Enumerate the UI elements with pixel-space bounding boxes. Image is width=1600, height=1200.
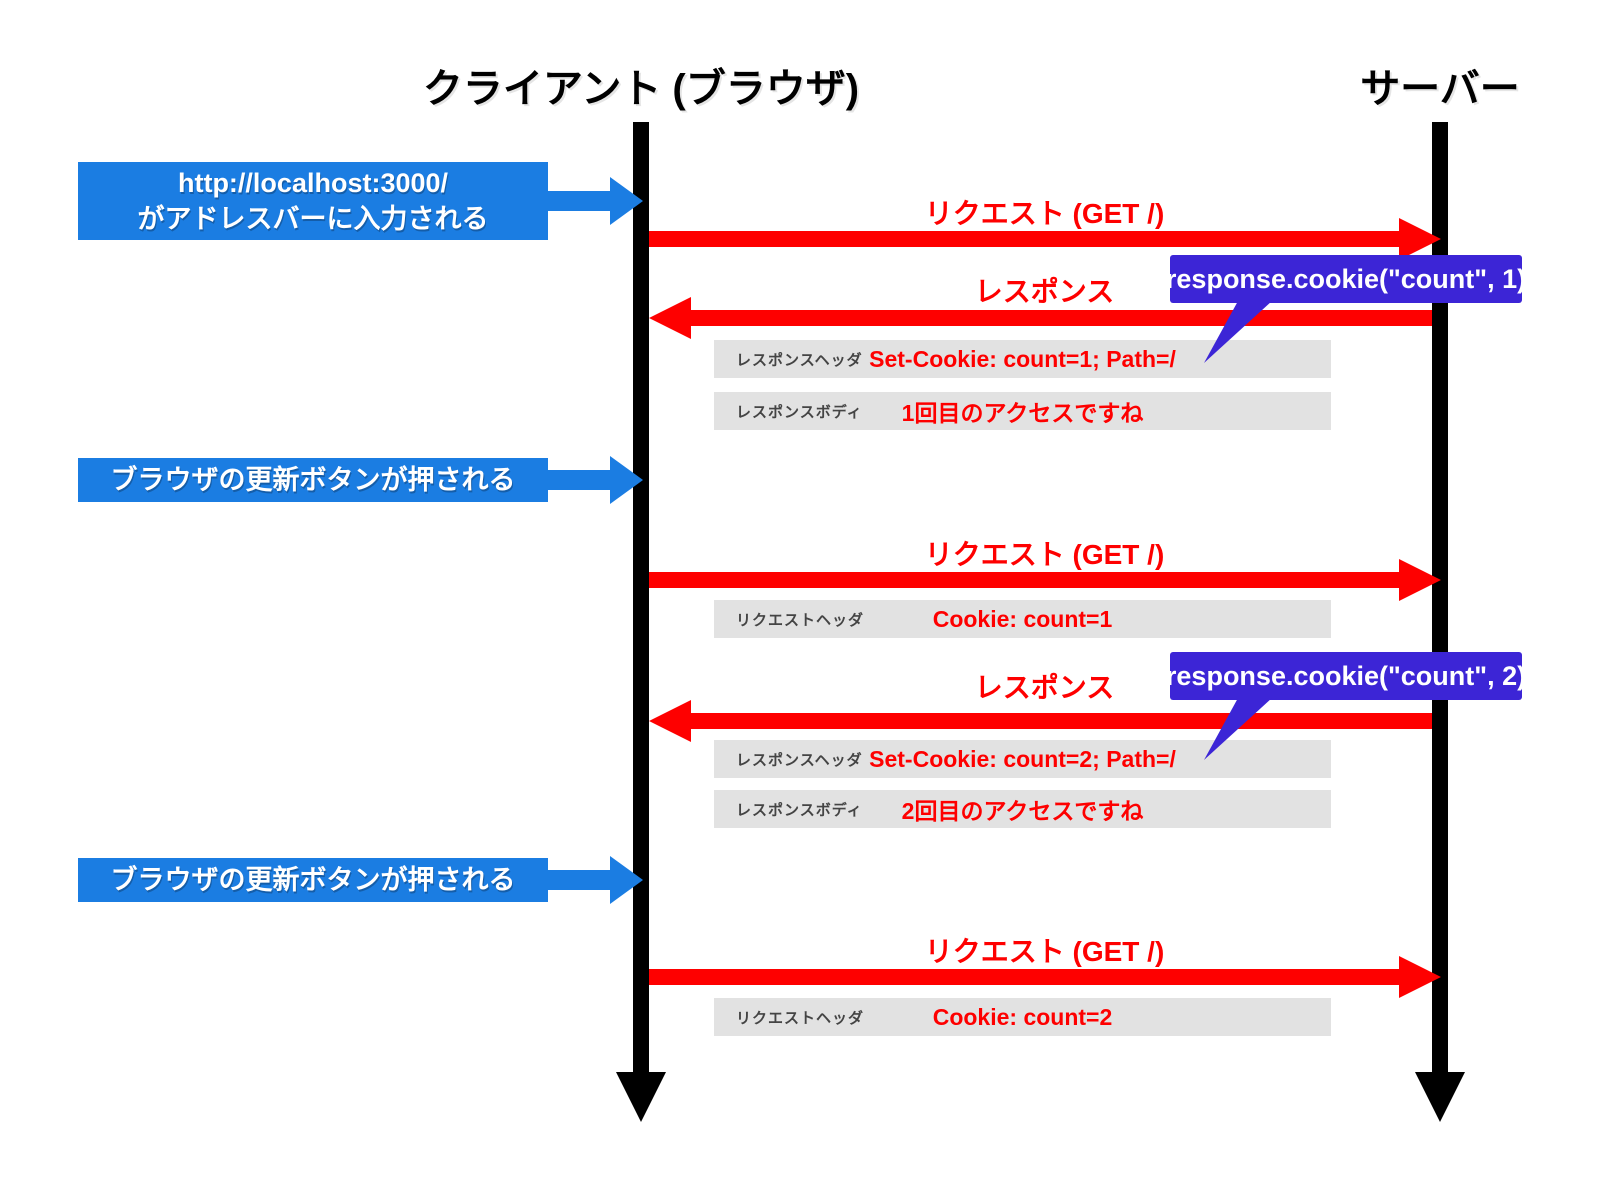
detail-row-value: Cookie: count=2 bbox=[932, 1003, 1113, 1030]
client-event-arrow-icon bbox=[548, 870, 610, 890]
detail-row-label: リクエストヘッダ bbox=[736, 1009, 865, 1027]
client-event-arrow-icon bbox=[548, 191, 610, 211]
detail-row-label: レスポンスヘッダ bbox=[736, 351, 863, 369]
detail-row-response-body-1: レスポンスボディ 1回目のアクセスですね bbox=[714, 392, 1331, 430]
server-title: サーバー bbox=[1360, 67, 1520, 111]
client-event-text: がアドレスバーに入力される bbox=[137, 204, 489, 234]
callout-tail-icon bbox=[1204, 301, 1272, 363]
detail-row-label: レスポンスヘッダ bbox=[736, 751, 863, 769]
detail-row-response-header-2: レスポンスヘッダ Set-Cookie: count=2; Path=/ bbox=[714, 740, 1331, 778]
client-event-refresh-1: ブラウザの更新ボタンが押される bbox=[78, 458, 548, 502]
request-2-label: リクエスト (GET /) bbox=[924, 539, 1165, 570]
client-event-arrowhead-icon bbox=[610, 177, 643, 225]
server-lifeline-arrowhead-icon bbox=[1415, 1072, 1465, 1122]
client-event-url-entered: http://localhost:3000/ がアドレスバーに入力される bbox=[78, 162, 548, 240]
response-1-arrowhead-icon bbox=[649, 297, 691, 339]
detail-row-value: 1回目のアクセスですね bbox=[901, 400, 1144, 426]
client-event-arrow-icon bbox=[548, 470, 610, 490]
server-callout-set-cookie-1: response.cookie("count", 1) bbox=[1166, 255, 1526, 303]
detail-row-request-header-2: リクエストヘッダ Cookie: count=2 bbox=[714, 998, 1331, 1036]
client-event-text: ブラウザの更新ボタンが押される bbox=[110, 865, 516, 895]
callout-tail-icon bbox=[1204, 698, 1272, 760]
request-2-arrow bbox=[649, 572, 1399, 588]
detail-row-label: レスポンスボディ bbox=[736, 403, 863, 421]
request-1-arrowhead-icon bbox=[1399, 218, 1441, 260]
detail-row-value: Set-Cookie: count=1; Path=/ bbox=[869, 345, 1176, 372]
request-2-arrowhead-icon bbox=[1399, 559, 1441, 601]
detail-row-response-body-2: レスポンスボディ 2回目のアクセスですね bbox=[714, 790, 1331, 828]
request-1-arrow bbox=[649, 231, 1399, 247]
request-1-label: リクエスト (GET /) bbox=[924, 198, 1165, 229]
detail-row-value: Cookie: count=1 bbox=[932, 605, 1113, 632]
detail-row-response-header-1: レスポンスヘッダ Set-Cookie: count=1; Path=/ bbox=[714, 340, 1331, 378]
request-3-arrowhead-icon bbox=[1399, 956, 1441, 998]
response-1-label: レスポンス bbox=[974, 276, 1115, 307]
request-3-label: リクエスト (GET /) bbox=[924, 936, 1165, 967]
detail-row-value: Set-Cookie: count=2; Path=/ bbox=[869, 745, 1176, 772]
response-2-arrow bbox=[691, 713, 1432, 729]
client-title: クライアント (ブラウザ) bbox=[422, 67, 860, 111]
client-event-arrowhead-icon bbox=[610, 856, 643, 904]
server-callout-set-cookie-2: response.cookie("count", 2) bbox=[1166, 652, 1526, 700]
response-2-arrowhead-icon bbox=[649, 700, 691, 742]
client-event-text: http://localhost:3000/ bbox=[177, 168, 449, 198]
detail-row-value: 2回目のアクセスですね bbox=[901, 798, 1144, 824]
request-3-arrow bbox=[649, 969, 1399, 985]
client-event-arrowhead-icon bbox=[610, 456, 643, 504]
detail-row-label: リクエストヘッダ bbox=[736, 611, 865, 629]
client-event-text: ブラウザの更新ボタンが押される bbox=[110, 465, 516, 495]
client-event-refresh-2: ブラウザの更新ボタンが押される bbox=[78, 858, 548, 902]
client-lifeline bbox=[633, 122, 649, 1074]
response-2-label: レスポンス bbox=[974, 672, 1115, 703]
client-lifeline-arrowhead-icon bbox=[616, 1072, 666, 1122]
detail-row-request-header-1: リクエストヘッダ Cookie: count=1 bbox=[714, 600, 1331, 638]
response-1-arrow bbox=[691, 310, 1432, 326]
detail-row-label: レスポンスボディ bbox=[736, 801, 863, 819]
